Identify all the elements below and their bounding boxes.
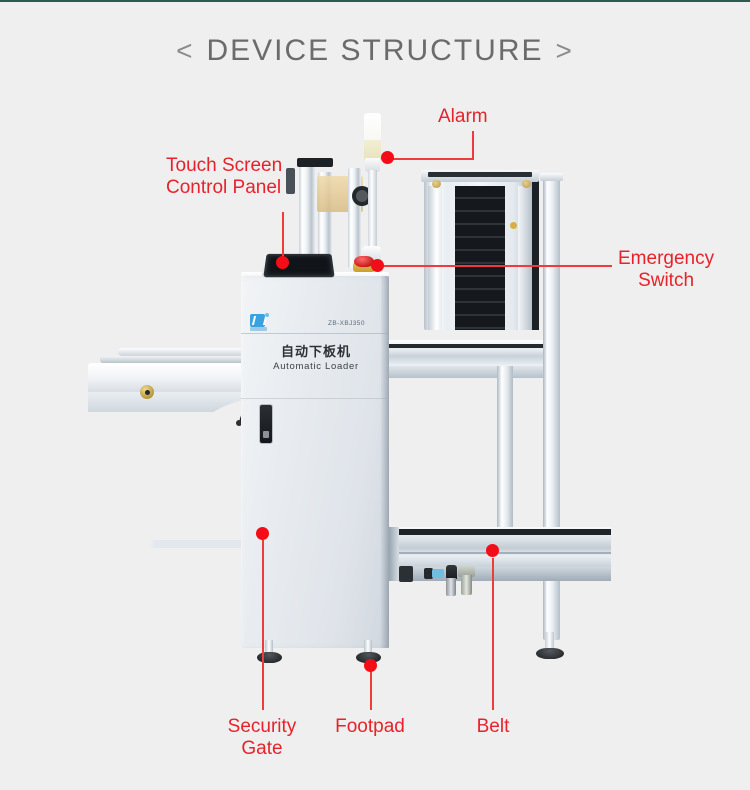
regulator-valve-body <box>424 568 433 579</box>
magazine-rack-right-rail <box>518 186 532 330</box>
regulator-bowl-right <box>461 575 472 595</box>
leader-line-belt <box>492 558 494 710</box>
logo-mark <box>250 314 265 327</box>
cabinet-seam-lower <box>241 398 389 399</box>
clamp-lever-pin <box>236 420 242 426</box>
gantry-pulley-hub <box>356 190 368 202</box>
machine-nameplate: 自动下板机 Automatic Loader <box>255 344 377 373</box>
magazine-rack-left-rail <box>428 186 442 330</box>
alarm-light-pole <box>368 170 377 250</box>
middle-vertical-post <box>497 366 513 536</box>
callout-label-footpad: Footpad <box>335 716 405 737</box>
alarm-light-amber <box>364 140 381 160</box>
left-conveyor-rail-upper <box>118 348 278 356</box>
magazine-rack-indicator <box>510 222 517 229</box>
upper-conveyor-beam-face <box>389 366 547 378</box>
callout-dot-footpad <box>364 659 377 672</box>
callout-dot-belt <box>486 544 499 557</box>
cabinet-body <box>241 276 389 648</box>
leader-line-footpad <box>370 672 372 710</box>
callout-label-belt: Belt <box>476 716 510 737</box>
machine-name-cn: 自动下板机 <box>280 344 351 359</box>
zb-logo <box>250 313 270 332</box>
gantry-side-tab <box>286 168 295 194</box>
emergency-switch-button[interactable] <box>354 256 374 267</box>
leader-line-alarm-horizontal <box>390 158 474 160</box>
regulator-bowl-left <box>446 578 456 596</box>
cabinet-footpad-right <box>356 652 381 663</box>
upper-conveyor-belt-strip <box>389 344 547 348</box>
touch-screen-display[interactable] <box>263 253 335 278</box>
callout-label-alarm: Alarm <box>438 106 488 127</box>
cabinet-footpad-left <box>257 652 282 663</box>
right-vertical-post <box>543 178 560 640</box>
left-conveyor-rail-lower <box>100 356 278 363</box>
alarm-light-base <box>365 158 380 172</box>
magazine-rack-screw-left <box>432 180 441 188</box>
leader-line-alarm-vertical <box>472 131 474 159</box>
callout-dot-security-gate <box>256 527 269 540</box>
logo-wordmark <box>250 327 267 331</box>
regulator-top-cap <box>458 566 475 577</box>
lower-conveyor-belt-strip <box>389 529 611 535</box>
leader-line-security-gate <box>262 540 264 710</box>
gantry-column-1 <box>299 164 315 276</box>
page-title-text: DEVICE STRUCTURE <box>206 34 544 67</box>
callout-dot-touch-screen <box>276 256 289 269</box>
magazine-rack-screw-right <box>522 180 531 188</box>
gantry-column-3 <box>348 168 361 268</box>
machine-name-en: Automatic Loader <box>273 361 359 372</box>
cabinet-door-handle[interactable] <box>260 405 272 443</box>
cabinet-foot-stem-left <box>265 640 273 656</box>
cabinet-foot-stem-right <box>364 640 372 656</box>
lower-conveyor-beam-face <box>389 567 611 581</box>
right-post-footpad <box>536 648 564 659</box>
right-post-foot-stem <box>545 632 554 652</box>
chevron-left-icon: < <box>176 35 195 66</box>
leader-line-touch-screen <box>282 212 284 264</box>
lower-conveyor-end-cap <box>389 527 399 581</box>
magazine-rack-slats <box>455 186 505 330</box>
regulator-bracket <box>399 566 413 582</box>
adjustment-knob <box>140 385 154 399</box>
lower-conveyor-groove <box>389 552 611 554</box>
page-title: < DEVICE STRUCTURE > <box>0 34 750 68</box>
emergency-switch-base[interactable] <box>353 262 375 272</box>
logo-dot <box>265 313 269 317</box>
magazine-rack-dark-edge <box>532 180 539 330</box>
regulator-blue-fitting <box>432 569 444 578</box>
gantry-top-cap <box>297 158 333 167</box>
alarm-light-top <box>364 113 381 143</box>
callout-dot-alarm <box>381 151 394 164</box>
model-number: ZB-XBJ350 <box>328 320 365 327</box>
cabinet-seam-upper <box>241 333 389 334</box>
magazine-rack-top-slot <box>428 172 532 177</box>
leader-line-emergency-switch <box>382 265 612 267</box>
cabinet-right-edge <box>381 276 389 648</box>
chevron-right-icon: > <box>555 35 574 66</box>
callout-dot-emergency-switch <box>371 259 384 272</box>
right-post-cap <box>540 173 563 181</box>
regulator-knob <box>446 565 457 579</box>
top-rule <box>0 0 750 2</box>
